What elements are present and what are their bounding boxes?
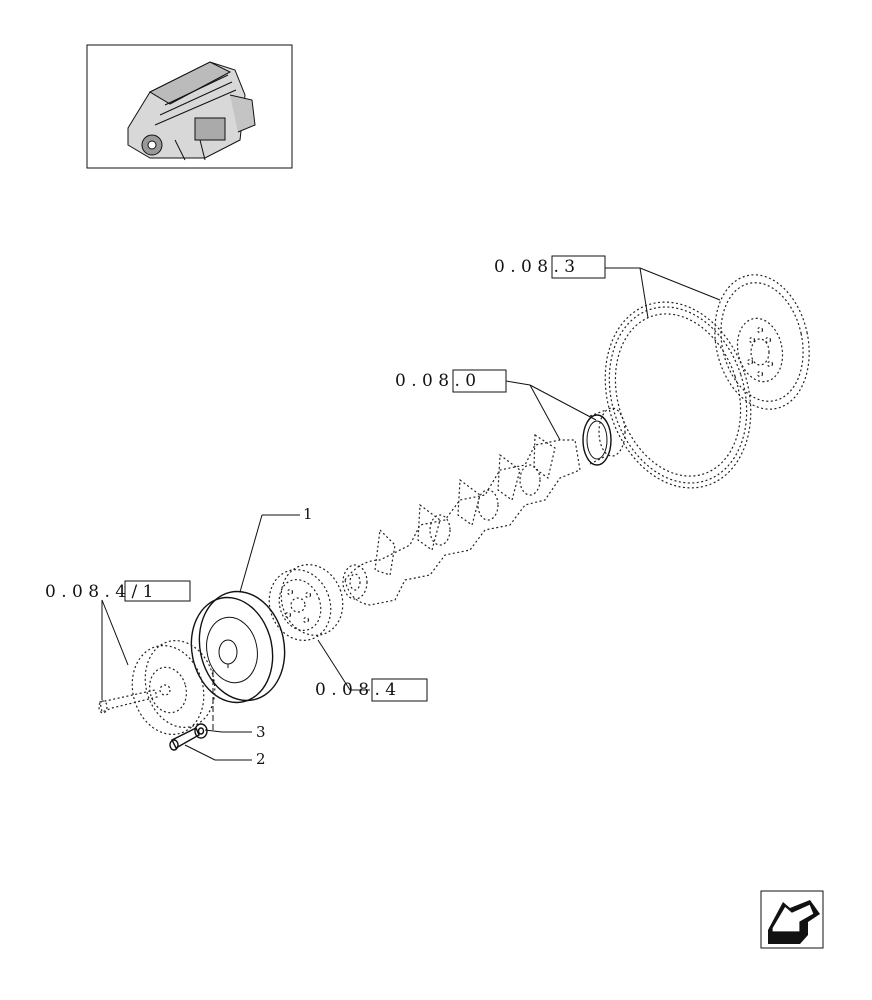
callout-1: 1 [303,505,313,523]
callout-3: 3 [256,723,266,741]
damper-screw [169,727,200,751]
svg-text:0 . 0 8 . 0: 0 . 0 8 . 0 [395,371,476,391]
ring-gear [604,301,752,489]
ref-gear[interactable]: 0 . 0 8 . 0 [395,369,507,393]
leader-lines [101,267,721,761]
previous-page-arrow-icon[interactable] [760,890,824,949]
ref-hub[interactable]: 0 . 0 8 . 4 [315,678,428,702]
front-pulley [131,639,216,736]
svg-text:0 . 0 8 . 4: 0 . 0 8 . 4 [315,680,396,700]
flywheel [714,274,810,410]
crankshaft-gear [582,407,626,466]
vibration-damper [190,590,286,704]
damper-washer [194,723,208,739]
crankshaft-hub [268,564,344,641]
engine-thumbnail[interactable] [86,44,293,169]
pulley-bolt [98,689,158,714]
svg-text:0 . 0 8 . 3: 0 . 0 8 . 3 [494,257,575,277]
engine-thumbnail-icon [127,61,256,161]
ref-flywheel[interactable]: 0 . 0 8 . 3 [494,255,606,279]
svg-text:0 . 0 8 . 4 / 1: 0 . 0 8 . 4 / 1 [45,582,153,602]
crankshaft [342,433,581,606]
ref-pulley[interactable]: 0 . 0 8 . 4 / 1 [45,580,191,602]
callout-2: 2 [256,750,266,768]
